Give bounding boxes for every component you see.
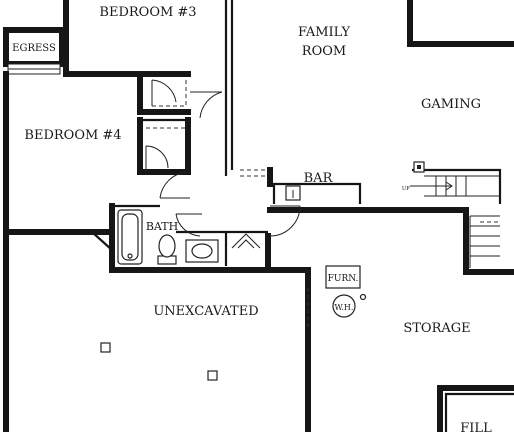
column-1 — [100, 342, 111, 353]
bedroom4-label: BEDROOM #4 — [24, 128, 121, 143]
bath-door — [175, 213, 202, 237]
walls — [3, 0, 514, 432]
room-labels: BEDROOM #3 FAMILY ROOM EGRESS GAMING BED… — [12, 5, 492, 432]
bath-closet-doors — [231, 233, 261, 249]
bar-label: BAR — [304, 171, 334, 186]
bath-label: BATH — [146, 220, 178, 233]
closet-door-upper-dash — [152, 80, 187, 107]
hall-door-left — [159, 171, 190, 199]
closet-door-upper — [151, 79, 177, 106]
unexcavated-top-wall — [109, 267, 311, 432]
water-heater — [332, 294, 356, 318]
fill-wall — [437, 385, 514, 432]
left-exterior-wall — [3, 71, 115, 235]
family-door — [190, 91, 223, 119]
bedroom3-label: BEDROOM #3 — [99, 5, 196, 20]
closet-wall-lower — [137, 117, 191, 175]
column-2 — [207, 370, 218, 381]
gaming-label: GAMING — [421, 97, 481, 112]
furnace-label: FURN. — [328, 274, 359, 284]
bar-counter — [270, 182, 362, 204]
doors — [145, 79, 301, 249]
water-heater-label: W.H. — [335, 303, 354, 312]
bar-lower-wall — [267, 207, 514, 275]
vanity-sink — [191, 243, 213, 259]
floor-drain — [359, 293, 367, 301]
fill-inner-wall — [444, 392, 514, 432]
family-room-label-1: FAMILY — [298, 25, 351, 40]
storage-label: STORAGE — [403, 321, 470, 336]
lower-stair-treads — [469, 215, 500, 268]
bath-fixtures — [117, 209, 219, 265]
family-room-label-2: ROOM — [302, 44, 346, 59]
unexcavated-diagonal — [91, 231, 113, 251]
egress-label: EGRESS — [12, 43, 56, 54]
furnace-box — [325, 265, 361, 289]
bedroom3-left-wall — [63, 0, 191, 77]
bathtub-inner — [121, 213, 139, 261]
closet-wall-upper — [137, 71, 191, 115]
stair-up-label: UP — [402, 186, 410, 192]
bar-sink — [285, 185, 301, 201]
unexcavated-label: UNEXCAVATED — [153, 304, 258, 319]
gaming-top-wall — [407, 0, 514, 47]
fill-label: FILL — [460, 421, 492, 432]
columns — [100, 342, 218, 381]
stair-arrow — [410, 181, 453, 191]
stair-enclosure — [412, 168, 502, 204]
closet-door-lower — [145, 145, 169, 172]
bathtub-drain — [127, 253, 133, 259]
stairs: UP — [402, 161, 500, 268]
hall-door-right — [269, 205, 301, 237]
mechanical — [307, 265, 367, 330]
toilet-bowl — [158, 234, 176, 258]
gaming-dashed-edge — [240, 169, 268, 177]
stair-post-center — [417, 165, 421, 169]
egress-well-wall — [3, 27, 65, 67]
